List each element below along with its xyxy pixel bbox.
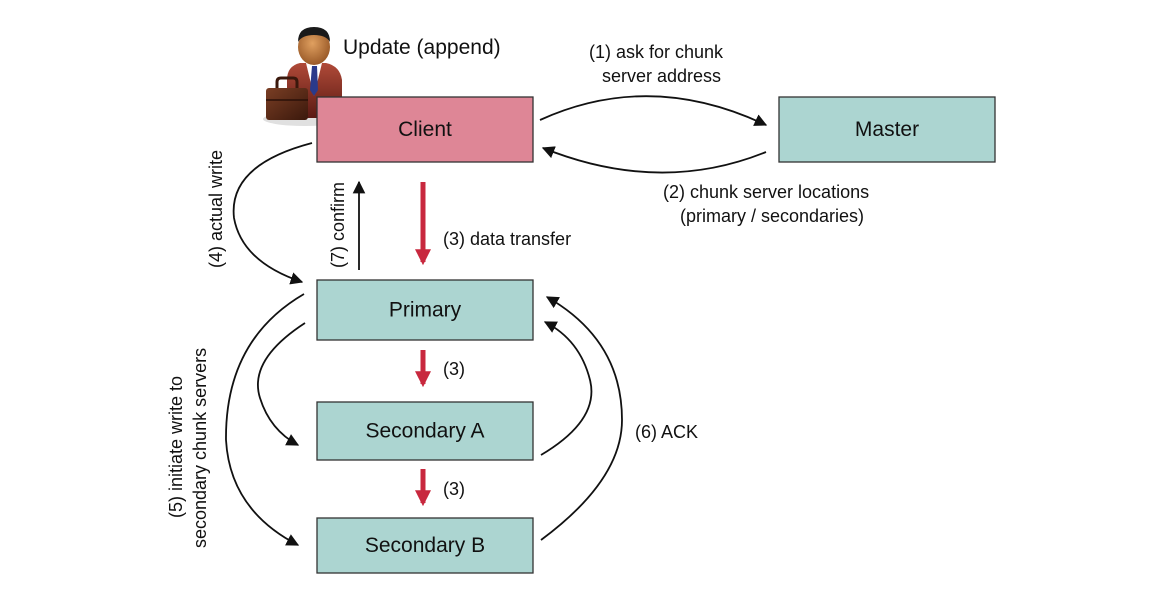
initiate-write-b-arrow [225,293,305,546]
data-step-b-label: (3) [443,479,465,499]
data-transfer-label: (3) data transfer [443,229,571,249]
initiate-label-line2: secondary chunk servers [190,348,210,548]
ack-label: (6) ACK [635,422,698,442]
initiate-write-a-arrow [257,322,306,446]
ack-a-arrow [540,321,593,456]
locations-arrow [541,146,767,174]
client-label: Client [398,118,452,141]
actual-write-label: (4) actual write [206,150,226,268]
ack-b-arrow [540,296,623,541]
ask-label-line1: (1) ask for chunk [589,42,724,62]
primary-label: Primary [389,299,462,322]
client-node[interactable]: Client [316,96,534,163]
secondary-a-label: Secondary A [365,420,484,443]
data-step-a-label: (3) [443,359,465,379]
confirm-label: (7) confirm [328,182,348,268]
update-label: Update (append) [343,36,501,59]
locations-label-line2: (primary / secondaries) [680,206,864,226]
actual-write-arrow [232,142,313,285]
secondary-a-node[interactable]: Secondary A [316,401,534,461]
master-node[interactable]: Master [778,96,996,163]
master-label: Master [855,118,919,141]
primary-node[interactable]: Primary [316,279,534,341]
ask-label-line2: server address [602,66,721,86]
secondary-b-node[interactable]: Secondary B [316,517,534,574]
initiate-label-line1: (5) initiate write to [166,376,186,518]
locations-label-line1: (2) chunk server locations [663,182,869,202]
ask-arrow [539,95,768,126]
secondary-b-label: Secondary B [365,534,485,557]
